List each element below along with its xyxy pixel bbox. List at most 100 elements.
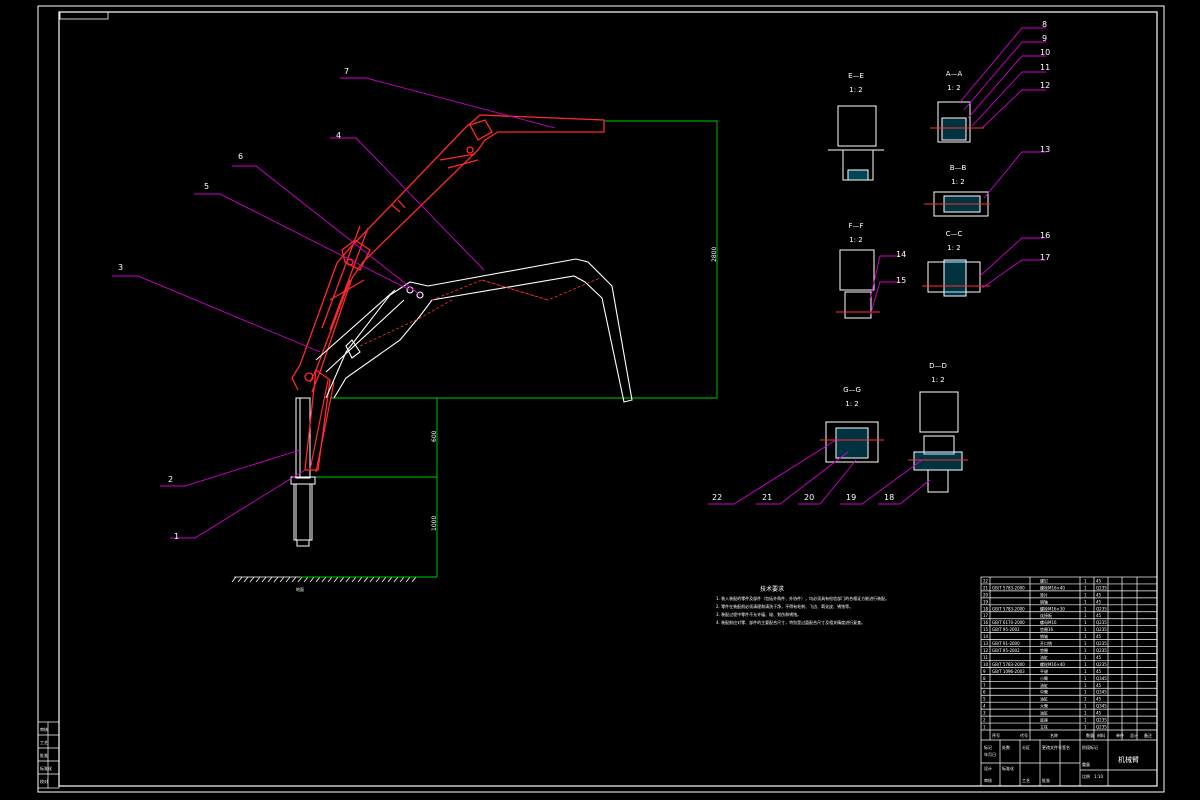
footer-label-6: 设计: [984, 765, 992, 771]
bom-cell-qty: 1: [1084, 697, 1087, 702]
bom-cell-material: Q235: [1096, 585, 1107, 590]
bom-cell-qty: 1: [1084, 676, 1087, 681]
ground-hatch-line: [381, 576, 387, 583]
bom-cell-name: 螺栓M16×30: [1040, 605, 1065, 611]
title-drawing-name: 机械臂: [1118, 755, 1139, 764]
footer-label-1: 处数: [1002, 744, 1010, 750]
bom-cell-material: 45: [1096, 578, 1102, 583]
bom-cell-no: 3: [983, 711, 986, 716]
ground-hatch-line: [297, 576, 303, 583]
bom-cell-name: 小臂: [1040, 675, 1048, 681]
part-label-20: 20: [804, 493, 814, 502]
ground-hatch-line: [261, 576, 267, 583]
bom-cell-name: 螺钉: [1040, 577, 1048, 583]
bom-cell-qty: 1: [1084, 606, 1087, 611]
bom-cell-qty: 1: [1084, 683, 1087, 688]
bom-cell-no: 17: [983, 613, 989, 618]
tech-req-item-2: 2. 零件在装配前必须清理和清洗干净，不得有毛刺、飞边、氧化皮、锈蚀等。: [716, 603, 853, 609]
bom-cell-no: 9: [983, 669, 986, 674]
part-label-5: 5: [204, 182, 209, 191]
section-title-b-b: B—B: [950, 164, 967, 172]
part-label-17: 17: [1040, 253, 1050, 262]
bom-cell-name: 油缸: [1040, 696, 1048, 702]
footer-label-10: 比例: [1082, 773, 1090, 779]
bom-cell-name: 螺栓M16×40: [1040, 661, 1065, 667]
bom-cell-qty: 1: [1084, 578, 1087, 583]
bom-cell-name: 立柱: [1040, 724, 1048, 730]
ground-label: 地面: [296, 586, 304, 592]
bom-cell-name: 连接板: [1040, 612, 1052, 618]
section-scale-e-e: 1: 2: [849, 86, 863, 94]
bom-cell-no: 15: [983, 627, 989, 632]
dimension-label-low: 1000: [431, 516, 438, 531]
part-label-9: 9: [1042, 34, 1047, 43]
bom-cell-name: 大臂: [1040, 703, 1048, 709]
bom-cell-name: 中臂: [1040, 689, 1048, 695]
bom-cell-material: Q345: [1096, 676, 1107, 681]
bom-cell-name: 垫圈16: [1040, 626, 1054, 632]
section-d-d: [908, 391, 968, 493]
bom-cell-name: 螺栓M16×40: [1040, 584, 1065, 590]
ground-hatch-line: [357, 576, 363, 583]
bom-cell-no: 11: [983, 655, 989, 660]
bom-cell-no: 21: [983, 585, 989, 590]
section-titles: E—E 1: 2 A—A 1: 2 B—B 1: 2 F—F 1: 2 C—C …: [843, 70, 966, 408]
bom-cell-material: 45: [1096, 634, 1102, 639]
bom-cell-material: Q235: [1096, 606, 1107, 611]
ground-hatch-line: [291, 576, 297, 583]
footer-label-8: 阶段标记: [1082, 744, 1098, 750]
bom-cell-qty: 1: [1084, 599, 1087, 604]
tech-req-title: 技术要求: [760, 585, 784, 593]
part-label-8: 8: [1042, 20, 1047, 29]
dimension-lines: [300, 120, 718, 578]
title-header-no: 序号: [992, 732, 1000, 738]
title-block: [980, 576, 1158, 787]
bom-cell-qty: 1: [1084, 641, 1087, 646]
footer-label-4: 签名: [1062, 744, 1070, 750]
part-label-3: 3: [118, 263, 123, 272]
drawing-frame: [37, 5, 1165, 793]
bom-cell-qty: 1: [1084, 627, 1087, 632]
title-block-labels: 序号 代号 名称 数量 材料 单件 总计 备注 机械臂 1:10 标记 处数 分…: [984, 732, 1152, 783]
tech-req-item-1: 1. 装入装配的零件及部件（包括外购件、外协件），均必须具有检验部门的合格证方能…: [716, 595, 889, 601]
bom-cell-material: 45: [1096, 669, 1102, 674]
part-label-10: 10: [1040, 48, 1050, 57]
part-label-16: 16: [1040, 231, 1050, 240]
bom-cell-qty: 1: [1084, 704, 1087, 709]
bom-cell-code: GB/T 95-2002: [992, 648, 1020, 653]
section-scale-a-a: 1: 2: [947, 84, 961, 92]
footer-label-12: 工艺: [1022, 778, 1030, 783]
bom-cell-code: GB/T 5783-2000: [992, 585, 1025, 590]
part-label-4: 4: [336, 131, 341, 140]
title-header-note: 备注: [1144, 732, 1152, 738]
part-label-11: 11: [1040, 63, 1050, 72]
ground-hatch-line: [339, 576, 345, 583]
section-scale-b-b: 1: 2: [951, 178, 965, 186]
bom-cell-qty: 1: [1084, 613, 1087, 618]
bom-cell-material: Q235: [1096, 718, 1107, 723]
bom-cell-no: 10: [983, 662, 989, 667]
bom-cell-name: 底座: [1040, 717, 1048, 723]
dimension-label-right: 2800: [711, 247, 718, 262]
ground-hatch-line: [273, 576, 279, 583]
ground-hatch-line: [255, 576, 261, 583]
bom-cell-qty: 1: [1084, 592, 1087, 597]
part-label-22: 22: [712, 493, 722, 502]
left-strip-label-3: 标准化: [40, 765, 52, 771]
leader-lines: [112, 27, 1046, 539]
ground-hatch-line: [279, 576, 285, 583]
ground-hatch-line: [333, 576, 339, 583]
ground-hatch-line: [369, 576, 375, 583]
bom-cell-material: Q345: [1096, 704, 1107, 709]
bom-cell-no: 4: [983, 704, 986, 709]
ground-hatch-line: [243, 576, 249, 583]
bom-cell-material: 45: [1096, 599, 1102, 604]
part-label-13: 13: [1040, 145, 1050, 154]
bom-cell-name: 油缸: [1040, 654, 1048, 660]
title-scale: 1:10: [1094, 774, 1103, 779]
footer-label-13: 批准: [1042, 777, 1050, 783]
section-scale-f-f: 1: 2: [849, 236, 863, 244]
ground-hatch-line: [393, 576, 399, 583]
title-header-qty: 数量: [1086, 732, 1094, 738]
